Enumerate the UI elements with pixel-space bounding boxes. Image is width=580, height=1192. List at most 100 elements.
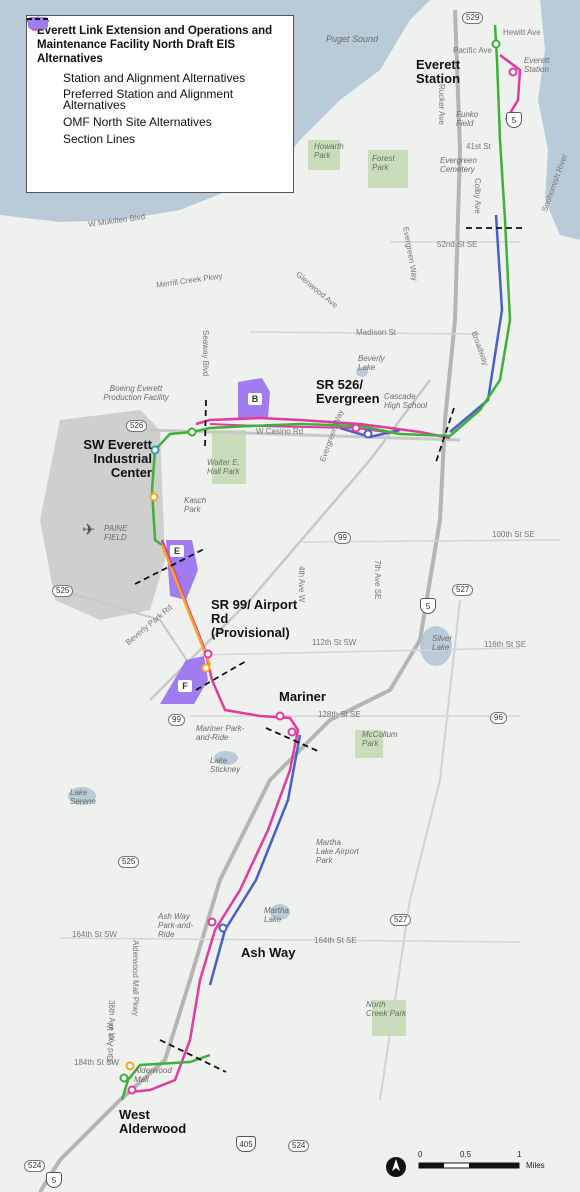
station-label-sr99[interactable]: SR 99/ Airport Rd (Provisional) xyxy=(211,597,298,640)
station-everett-alt xyxy=(508,67,518,77)
section-line-paine xyxy=(134,547,207,585)
street-52nd: 52nd St SE xyxy=(437,240,478,249)
map-legend: Everett Link Extension and Operations an… xyxy=(26,15,294,193)
place-north-creek-park: North Creek Park xyxy=(366,1000,407,1018)
route-shield-529: 529 xyxy=(462,12,484,24)
station-alderwood-c xyxy=(127,1085,137,1095)
legend-item-preferred: Preferred Station and Alignment Alternat… xyxy=(27,16,283,112)
alignment-blue-south xyxy=(208,734,302,986)
interstate-shield-405: 405 xyxy=(236,1136,256,1152)
street-colby-ave: Colby Ave xyxy=(473,178,482,214)
street-hewitt-ave: Hewitt Ave xyxy=(503,28,541,37)
interstate-shield-5-north: 5 xyxy=(506,112,522,128)
route-shield-527-north: 527 xyxy=(452,584,474,596)
place-evergreen-cemetery: Evergreen Cemetery xyxy=(440,156,477,174)
station-label-ash-way[interactable]: Ash Way xyxy=(241,945,296,960)
lake-serene-water xyxy=(68,787,96,805)
interstate-shield-5-mid: 5 xyxy=(420,598,436,614)
place-kasch-park: Kasch Park xyxy=(184,496,207,514)
scale-tick-half: 0.5 xyxy=(460,1150,472,1159)
place-cascade-hs: Cascade High School xyxy=(384,392,428,410)
route-shield-525-south: 525 xyxy=(118,856,140,868)
station-label-everett[interactable]: Everett Station xyxy=(416,57,461,86)
street-madison xyxy=(249,331,481,335)
station-label-west-alderwood[interactable]: West Alderwood xyxy=(119,1107,187,1136)
station-label-sr526[interactable]: SR 526/ Evergreen xyxy=(316,377,380,406)
legend-label-omf: OMF North Site Alternatives xyxy=(63,115,212,129)
station-alderwood-a xyxy=(125,1061,135,1071)
paine-field-area xyxy=(40,410,165,620)
street-pacific-ave: Pacific Ave xyxy=(453,46,492,55)
station-alderwood-b xyxy=(119,1073,129,1083)
street-7th-ave-se: 7th Ave SE xyxy=(373,560,382,600)
section-line-sr99 xyxy=(195,659,249,691)
station-sr99-orange xyxy=(201,663,211,673)
street-seaway: Seaway Blvd xyxy=(201,330,210,377)
airplane-icon: ✈ xyxy=(82,522,96,539)
north-creek-park-area xyxy=(372,1000,406,1036)
legend-label-alternatives: Station and Alignment Alternatives xyxy=(63,71,246,85)
legend-label-preferred: Preferred Station and Alignment Alternat… xyxy=(63,87,234,112)
street-41st: 41st St xyxy=(466,142,491,151)
street-164th xyxy=(59,937,521,943)
place-mariner-pr: Mariner Park-and-Ride xyxy=(196,724,245,742)
mccollum-park-area xyxy=(355,730,383,758)
street-128th: 128th St SE xyxy=(318,710,361,719)
station-sw-everett-blue xyxy=(150,445,160,455)
omf-label-b[interactable]: B xyxy=(248,393,262,405)
station-sr99 xyxy=(203,649,213,659)
place-funko-field: Funko Field xyxy=(456,110,479,128)
section-lines xyxy=(134,227,524,1073)
place-mccollum-park: McCollum Park xyxy=(362,730,398,748)
station-sw-everett-green xyxy=(187,427,197,437)
scale-unit: Miles xyxy=(526,1161,545,1170)
alignment-preferred-south xyxy=(120,1053,211,1101)
route-shield-524-east: 524 xyxy=(288,1140,310,1152)
station-label-sw-everett[interactable]: SW Everett Industrial Center xyxy=(83,437,152,480)
place-forest-park: Forest Park xyxy=(372,154,395,172)
silver-lake-water xyxy=(420,626,452,666)
interstate-shield-5-south: 5 xyxy=(46,1172,62,1188)
alignment-magenta-sr526 xyxy=(209,423,401,435)
route-shield-526: 526 xyxy=(126,420,148,432)
legend-item-alternatives: Station and Alignment Alternatives xyxy=(28,17,283,85)
alignment-blue-north xyxy=(449,214,504,433)
street-w-casino: W Casino Rd xyxy=(256,427,304,436)
sr526-road xyxy=(149,428,461,442)
section-line-sr526-west xyxy=(204,399,207,447)
place-boeing: Boeing Everett Production Facility xyxy=(103,384,169,402)
street-4th-ave-w: 4th Ave W xyxy=(297,566,306,603)
walter-hall-park-area xyxy=(212,430,246,484)
alignment-magenta-main xyxy=(129,416,451,1094)
place-everett-station: Everett Station xyxy=(524,56,550,74)
street-100th: 100th St SE xyxy=(492,530,535,539)
street-33rd-ave-w: 33rd Ave W xyxy=(106,1022,115,1064)
street-rucker-ave: Rucker Ave xyxy=(437,84,446,125)
omf-label-f[interactable]: F xyxy=(178,680,192,692)
station-sr526-b xyxy=(363,429,373,439)
street-madison: Madison St xyxy=(356,328,397,337)
snohomish-river xyxy=(538,0,580,240)
route-shield-99-south: 99 xyxy=(168,714,185,726)
street-116th: 116th St SE xyxy=(484,640,527,649)
place-beverly-lake: Beverly Lake xyxy=(358,354,385,372)
place-howarth-park: Howarth Park xyxy=(314,142,344,160)
place-paine-field: PAINE FIELD xyxy=(104,524,128,542)
legend-title: Everett Link Extension and Operations an… xyxy=(37,25,273,65)
station-sr526-a xyxy=(351,423,361,433)
route-shield-524-west: 524 xyxy=(24,1160,46,1172)
station-mariner-b xyxy=(287,727,297,737)
place-puget-sound: Puget Sound xyxy=(326,34,379,44)
legend-label-section-lines: Section Lines xyxy=(63,132,136,146)
route-shield-525-north: 525 xyxy=(52,585,74,597)
omf-label-e[interactable]: E xyxy=(170,545,184,557)
street-112th xyxy=(199,647,521,656)
section-line-alderwood xyxy=(159,1039,227,1073)
place-walter-hall-park: Walter E. Hall Park xyxy=(207,458,240,476)
street-164th-se: 164th St SE xyxy=(314,936,357,945)
station-label-mariner[interactable]: Mariner xyxy=(279,689,326,704)
station-ash-way-b xyxy=(218,923,228,933)
scale-bar: 0 0.5 1 Miles xyxy=(418,1150,558,1180)
station-ash-way-a xyxy=(207,917,217,927)
